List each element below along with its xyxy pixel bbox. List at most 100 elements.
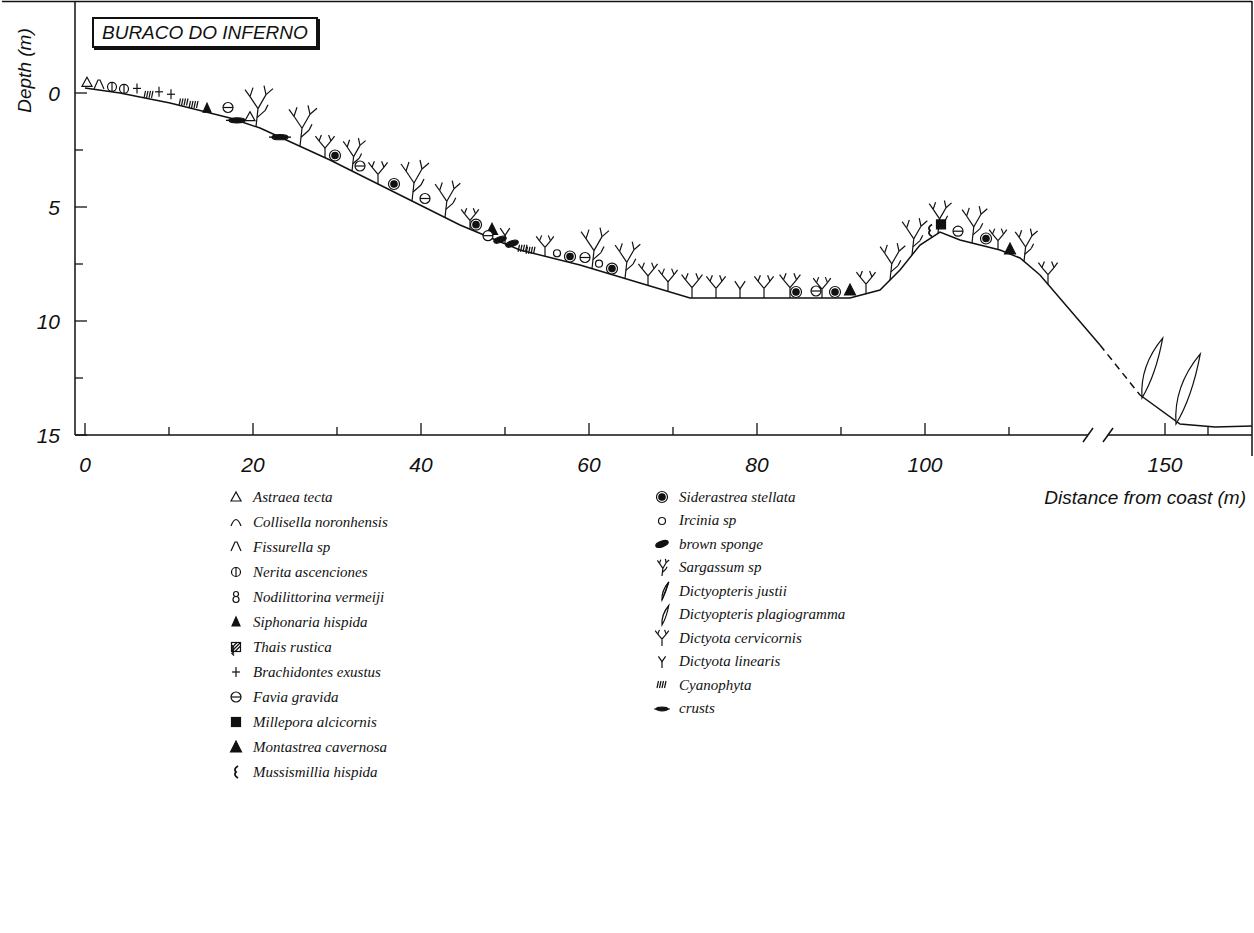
dictyota-symbol (682, 275, 686, 280)
cyanophyta-symbol (665, 681, 667, 688)
favia-symbol (355, 165, 365, 166)
axis-tick (75, 206, 87, 207)
dictyota-symbol (763, 288, 764, 298)
axis-tick (504, 427, 505, 435)
thais-symbol (232, 643, 241, 652)
cyanophyta-symbol (149, 91, 151, 98)
sargassum-symbol (885, 253, 892, 264)
sargassum-symbol (627, 250, 634, 263)
favia-symbol (223, 103, 233, 113)
cyanophyta-symbol (179, 99, 181, 106)
tick-label: 80 (745, 454, 768, 475)
dictyota-symbol (989, 230, 992, 234)
sargassum-symbol (406, 171, 414, 183)
dictyota-symbol (692, 280, 699, 288)
siderastrea-symbol (793, 289, 799, 295)
figure-title: BURACO DO INFERNO (92, 17, 318, 48)
dictyota-symbol (545, 241, 551, 248)
legend-symbol (659, 517, 666, 524)
legend-symbol (662, 605, 669, 625)
cyanophyta-symbol (152, 91, 154, 98)
dictyota-symbol (993, 229, 995, 235)
axis-tick (1164, 423, 1165, 435)
sargassum-symbol (666, 566, 667, 569)
axis-label: Depth (m) (15, 28, 34, 112)
sargassum-symbol (615, 245, 620, 251)
dictyota-symbol (465, 214, 471, 221)
ircinia-symbol (554, 250, 561, 257)
siderastrea-symbol (659, 494, 665, 500)
dictyopteris-symbol (1142, 338, 1163, 398)
favia-symbol (953, 226, 963, 236)
legend-symbol (657, 681, 666, 688)
tick-label: 5 (48, 197, 60, 218)
sargassum-symbol (454, 183, 460, 188)
sargassum-symbol (250, 97, 258, 109)
axis-label: Distance from coast (m) (1044, 488, 1246, 507)
legend-text: Montastrea cavernosa (253, 740, 387, 755)
axis-tick (75, 320, 87, 321)
axis-break (1083, 428, 1093, 442)
dictyota-symbol (1004, 230, 1007, 234)
sargassum-symbol (921, 221, 927, 226)
dictyota-symbol (544, 247, 545, 256)
legend-text: Siphonaria hispida (253, 615, 368, 630)
legend-sample (221, 510, 251, 534)
cyanophyta-symbol (182, 99, 184, 106)
sargassum-symbol (944, 201, 946, 208)
sargassum-symbol (1031, 244, 1033, 249)
axis-tick (336, 427, 337, 435)
tick-label: 20 (241, 454, 264, 475)
sargassum-symbol (359, 153, 361, 158)
sargassum-symbol (1026, 236, 1032, 247)
dictyota-symbol (674, 270, 678, 275)
sargassum-symbol (919, 218, 921, 226)
dictyota-symbol (638, 264, 642, 269)
sargassum-symbol (358, 138, 360, 145)
dictyota-symbol (661, 639, 662, 646)
legend-sample (221, 635, 251, 659)
astraea-symbol (245, 112, 255, 121)
axis-tick (420, 423, 421, 435)
sargassum-symbol (257, 111, 265, 118)
legend-symbol (231, 520, 241, 527)
dictyota-symbol (331, 136, 335, 141)
legend-symbol (231, 492, 241, 501)
dictyota-symbol (661, 661, 662, 667)
frame-right (1251, 1, 1253, 456)
dictyota-symbol (716, 281, 722, 288)
sargassum-symbol (310, 108, 317, 114)
legend-text: Millepora alcicornis (253, 715, 377, 730)
dictyota-symbol (828, 278, 831, 282)
sargassum-symbol (413, 185, 421, 192)
nodilittorina-symbol (234, 592, 239, 597)
sargassum-symbol (289, 109, 294, 116)
dictyota-symbol (797, 275, 801, 280)
dictyota-symbol (476, 209, 479, 213)
siderastrea-symbol (983, 235, 989, 241)
sargassum-symbol (422, 163, 429, 169)
legend-text: Collisella noronhensis (253, 515, 388, 530)
dictyota-symbol (329, 135, 331, 141)
dictyota-symbol (662, 275, 668, 282)
sponge-symbol (655, 539, 669, 549)
dictyota-symbol (735, 281, 745, 289)
millepora-symbol (937, 220, 946, 229)
dictyota-symbol (865, 284, 866, 294)
dictyota-symbol (658, 656, 665, 661)
dictyota-symbol (817, 277, 819, 283)
plot-frame (2, 1, 1252, 456)
sargassum-symbol (414, 169, 422, 183)
cyanophyta-symbol (147, 91, 149, 98)
legend-symbol (655, 539, 669, 549)
dictyota-symbol (666, 631, 669, 634)
dictyota-symbol (324, 148, 325, 158)
mussismillia-symbol (235, 766, 238, 778)
dictyota-symbol (658, 270, 662, 275)
tick-label: 60 (577, 454, 600, 475)
axis-tick (840, 427, 841, 435)
sargassum-symbol (294, 107, 297, 116)
legend-sample (221, 560, 251, 584)
legend-sample (221, 735, 251, 759)
sargassum-symbol (265, 105, 268, 111)
